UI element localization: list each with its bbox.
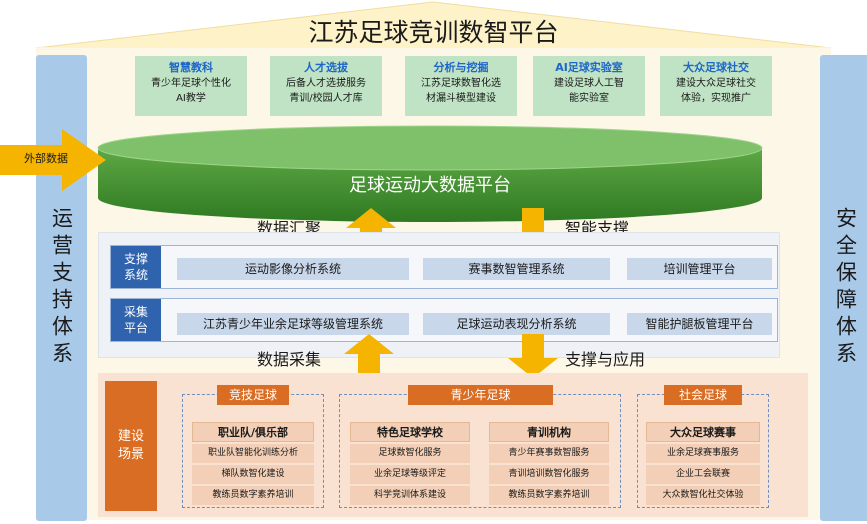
app-title: 智慧教科 xyxy=(169,61,213,74)
app-box-analysis: 分析与挖掘 江苏足球数智化选 材漏斗模型建设 xyxy=(405,56,517,116)
scenes-tag-text: 建设场景 xyxy=(117,429,144,462)
left-pillar: 运营支持体系 xyxy=(36,55,87,521)
app-desc: AI教学 xyxy=(176,93,206,104)
list-item: 企业工会联赛 xyxy=(646,465,760,484)
data-platform-label: 足球运动大数据平台 xyxy=(349,175,511,196)
list-item: 业余足球等级评定 xyxy=(350,465,470,484)
list-item: 科学竞训体系建设 xyxy=(350,486,470,505)
list-item: 青少年赛事数智服务 xyxy=(489,444,609,463)
system-motion-video: 运动影像分析系统 xyxy=(177,258,409,280)
flow-label-apply: 支撑与应用 xyxy=(565,350,646,369)
external-data-label: 外部数据 xyxy=(24,152,68,165)
right-pillar: 安全保障体系 xyxy=(820,55,867,521)
category-competitive: 竞技足球 xyxy=(217,385,289,405)
flow-label-collect: 数据采集 xyxy=(257,350,322,369)
app-desc: 材漏斗模型建设 xyxy=(426,93,496,104)
list-item: 职业队智能化训练分析 xyxy=(192,444,314,463)
system-match-management: 赛事数智管理系统 xyxy=(423,258,610,280)
app-desc: 建设足球人工智 xyxy=(554,78,624,89)
app-desc: 能实验室 xyxy=(569,93,609,104)
list-item: 大众数智化社交体验 xyxy=(646,486,760,505)
app-desc: 建设大众足球社交 xyxy=(676,78,756,89)
category-social: 社会足球 xyxy=(664,385,742,405)
system-training-management: 培训管理平台 xyxy=(627,258,772,280)
column-head-mass-events: 大众足球赛事 xyxy=(646,422,760,442)
app-box-talent: 人才选拔 后备人才选拔服务 青训/校园人才库 xyxy=(270,56,382,116)
page-title: 江苏足球竞训数智平台 xyxy=(308,18,559,47)
left-pillar-label: 运营支持体系 xyxy=(49,207,74,369)
app-box-smart-teaching: 智慧教科 青少年足球个性化 AI教学 xyxy=(135,56,247,116)
system-grade-management: 江苏青少年业余足球等级管理系统 xyxy=(177,313,409,335)
collect-layer-tag: 采集平台 xyxy=(111,299,161,341)
list-item: 教练员数字素养培训 xyxy=(192,486,314,505)
support-layer-tag-text: 支撑系统 xyxy=(123,252,148,282)
list-item: 梯队数智化建设 xyxy=(192,465,314,484)
app-title: AI足球实验室 xyxy=(555,61,623,74)
app-box-social: 大众足球社交 建设大众足球社交 体验，实现推广 xyxy=(660,56,772,116)
external-data-arrow xyxy=(0,129,106,191)
column-head-club: 职业队/俱乐部 xyxy=(192,422,314,442)
system-performance-analysis: 足球运动表现分析系统 xyxy=(423,313,610,335)
column-head-school: 特色足球学校 xyxy=(350,422,470,442)
app-desc: 体验，实现推广 xyxy=(681,93,751,104)
scenes-tag: 建设场景 xyxy=(105,381,157,511)
list-item: 业余足球赛事服务 xyxy=(646,444,760,463)
list-item: 足球数智化服务 xyxy=(350,444,470,463)
app-box-ai-lab: AI足球实验室 建设足球人工智 能实验室 xyxy=(533,56,645,116)
right-pillar-label: 安全保障体系 xyxy=(833,207,858,369)
support-layer-tag: 支撑系统 xyxy=(111,246,161,288)
arrow-up-aggregate xyxy=(346,208,396,252)
app-desc: 青少年足球个性化 xyxy=(151,78,231,89)
app-title: 大众足球社交 xyxy=(683,61,749,74)
app-title: 分析与挖掘 xyxy=(433,61,489,74)
arrow-down-apply xyxy=(508,334,558,378)
app-desc: 后备人才选拔服务 xyxy=(286,78,366,89)
system-shin-guard: 智能护腿板管理平台 xyxy=(627,313,772,335)
data-platform-cylinder xyxy=(97,125,763,222)
list-item: 青训培训数智化服务 xyxy=(489,465,609,484)
list-item: 教练员数字素养培训 xyxy=(489,486,609,505)
column-head-academy: 青训机构 xyxy=(489,422,609,442)
app-desc: 青训/校园人才库 xyxy=(289,93,363,104)
collect-layer-tag-text: 采集平台 xyxy=(123,305,148,335)
category-youth: 青少年足球 xyxy=(408,385,553,405)
app-desc: 江苏足球数智化选 xyxy=(421,78,501,89)
arrow-up-collect xyxy=(344,334,394,378)
app-title: 人才选拔 xyxy=(304,61,348,74)
